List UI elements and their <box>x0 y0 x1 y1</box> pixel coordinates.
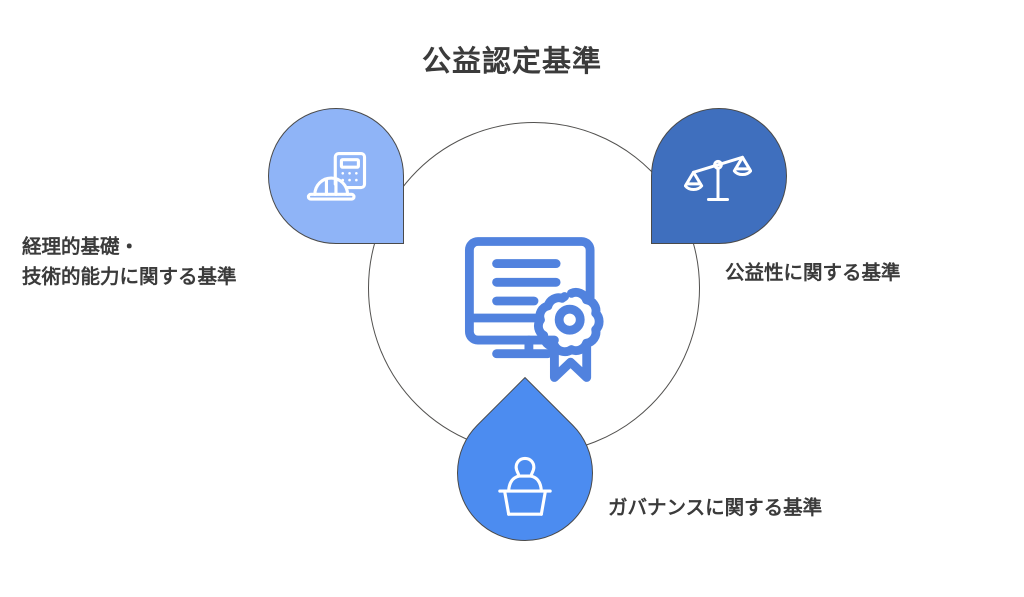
node-financial-technical[interactable] <box>268 108 404 244</box>
node-label-governance: ガバナンスに関する基準 <box>608 497 823 519</box>
calculator-hardhat-icon <box>304 142 372 210</box>
node-governance[interactable] <box>428 376 622 570</box>
page-title: 公益認定基準 <box>421 46 602 78</box>
node-label-financial-technical: 経理的基礎・ 技術的能力に関する基準 <box>22 236 237 289</box>
certificate-seal-icon <box>449 216 619 386</box>
scales-of-justice-icon <box>683 141 753 209</box>
person-at-podium-icon <box>491 453 559 521</box>
node-public-benefit[interactable] <box>651 108 787 244</box>
node-label-public-benefit: 公益性に関する基準 <box>725 262 901 284</box>
